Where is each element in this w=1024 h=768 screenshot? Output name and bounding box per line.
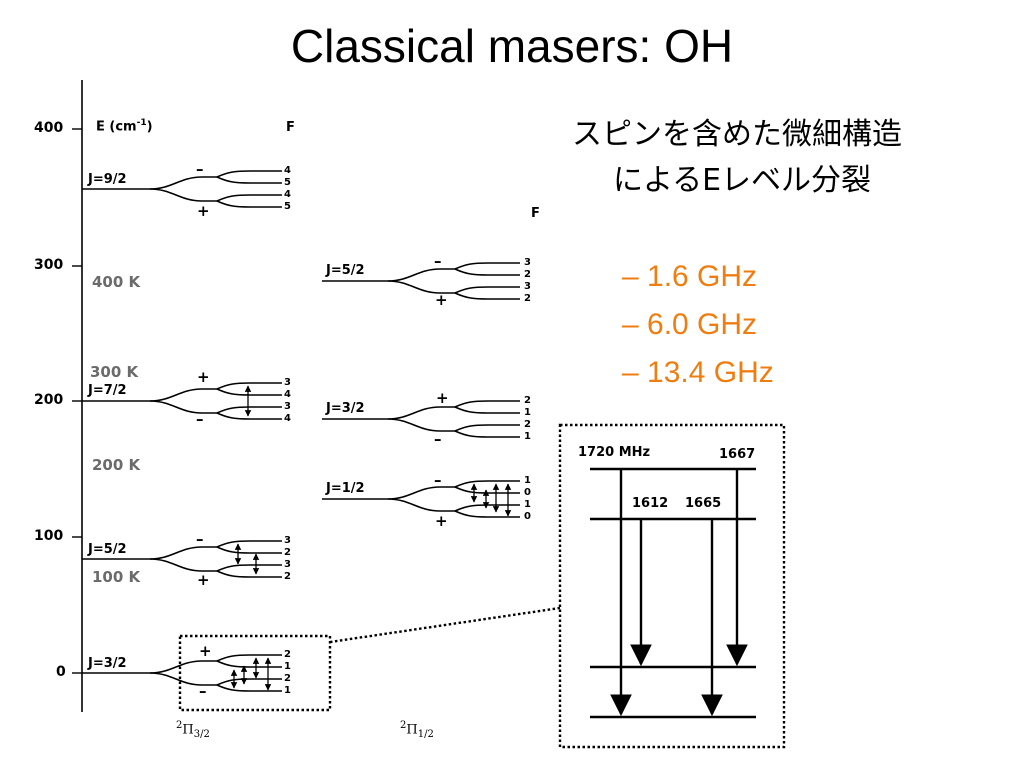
- f-number: 4: [284, 389, 291, 400]
- japanese-note-line-2: によるEレベル分裂: [613, 163, 872, 198]
- temperature-label: 200 K: [92, 456, 141, 474]
- energy-axis-label: E (cm-1): [96, 118, 153, 135]
- parity-sign: +: [436, 389, 449, 407]
- inset-box: [558, 423, 786, 749]
- parity-sign: –: [196, 530, 204, 548]
- f-number: 4: [284, 413, 291, 424]
- parity-sign: –: [434, 252, 442, 270]
- f-number: 2: [284, 649, 291, 660]
- f-number: 1: [284, 661, 291, 672]
- level-right-j3-2: [322, 400, 520, 438]
- inset-label-1665: 1665: [685, 496, 722, 511]
- f-number: 3: [524, 281, 531, 292]
- f-number: 2: [284, 571, 291, 582]
- f-number: 1: [524, 475, 531, 486]
- axis-tick-label: 100: [34, 528, 64, 544]
- parity-sign: –: [196, 160, 204, 178]
- f-number: 1: [524, 407, 531, 418]
- f-number: 5: [284, 177, 291, 188]
- level-left-j7-2: [82, 382, 282, 420]
- temperature-label: 100 K: [92, 568, 141, 586]
- f-header-right: F: [531, 206, 540, 221]
- term-symbol-2pi-3-2: 2Π3/2: [176, 720, 210, 740]
- parity-sign: +: [199, 642, 212, 660]
- f-number: 2: [284, 547, 291, 558]
- f-number: 4: [284, 165, 291, 176]
- f-number: 2: [524, 269, 531, 280]
- temperature-label: 300 K: [90, 363, 139, 381]
- parity-sign: –: [434, 430, 442, 448]
- level-right-j1-2: [322, 480, 520, 518]
- j-label: J=1/2: [326, 481, 365, 496]
- frequency-item: – 6.0 GHz: [622, 308, 758, 341]
- f-number: 2: [284, 673, 291, 684]
- f-number: 0: [524, 487, 531, 498]
- f-number: 5: [284, 201, 291, 212]
- inset-label-1720: 1720 MHz: [578, 445, 651, 460]
- term-symbol-2pi-1-2: 2Π1/2: [400, 720, 434, 740]
- f-number: 2: [524, 395, 531, 406]
- parity-sign: +: [435, 291, 448, 309]
- f-header-left: F: [286, 120, 295, 135]
- j-label: J=3/2: [326, 401, 365, 416]
- parity-sign: –: [434, 471, 442, 489]
- slide-title: Classical masers: OH: [290, 20, 734, 72]
- frequency-item: – 1.6 GHz: [622, 260, 758, 293]
- f-number: 3: [284, 535, 291, 546]
- f-number: 2: [524, 293, 531, 304]
- f-number: 1: [524, 499, 531, 510]
- level-right-j5-2: [322, 262, 520, 300]
- axis-tick-label: 300: [34, 257, 64, 273]
- zoom-connector: [329, 606, 561, 644]
- level-left-j9-2: [82, 170, 282, 208]
- j-label: J=9/2: [88, 172, 127, 187]
- f-number: 3: [284, 559, 291, 570]
- axis-tick-label: 0: [56, 664, 66, 680]
- f-number: 1: [524, 431, 531, 442]
- f-number: 3: [524, 257, 531, 268]
- j-label: J=3/2: [88, 656, 127, 671]
- level-left-j5-2: [82, 540, 282, 578]
- f-number: 0: [524, 511, 531, 522]
- f-number: 3: [284, 401, 291, 412]
- j-label: J=5/2: [88, 542, 127, 557]
- parity-sign: –: [199, 682, 207, 700]
- parity-sign: +: [197, 571, 210, 589]
- parity-sign: –: [196, 410, 204, 428]
- parity-sign: +: [197, 368, 210, 386]
- j-label: J=7/2: [88, 383, 127, 398]
- axis-tick-label: 200: [34, 392, 64, 408]
- frequency-item: – 13.4 GHz: [622, 356, 774, 389]
- axis-tick-label: 400: [34, 120, 64, 136]
- f-number: 3: [284, 377, 291, 388]
- f-number: 1: [284, 685, 291, 696]
- parity-sign: +: [435, 512, 448, 530]
- inset-label-1667: 1667: [719, 447, 756, 462]
- parity-sign: +: [197, 202, 210, 220]
- zoom-source-box: [178, 634, 332, 712]
- temperature-label: 400 K: [92, 273, 141, 291]
- f-number: 4: [284, 189, 291, 200]
- inset-label-1612: 1612: [632, 496, 669, 511]
- f-number: 2: [524, 419, 531, 430]
- j-label: J=5/2: [326, 263, 365, 278]
- japanese-note-line-1: スピンを含めた微細構造: [572, 117, 902, 152]
